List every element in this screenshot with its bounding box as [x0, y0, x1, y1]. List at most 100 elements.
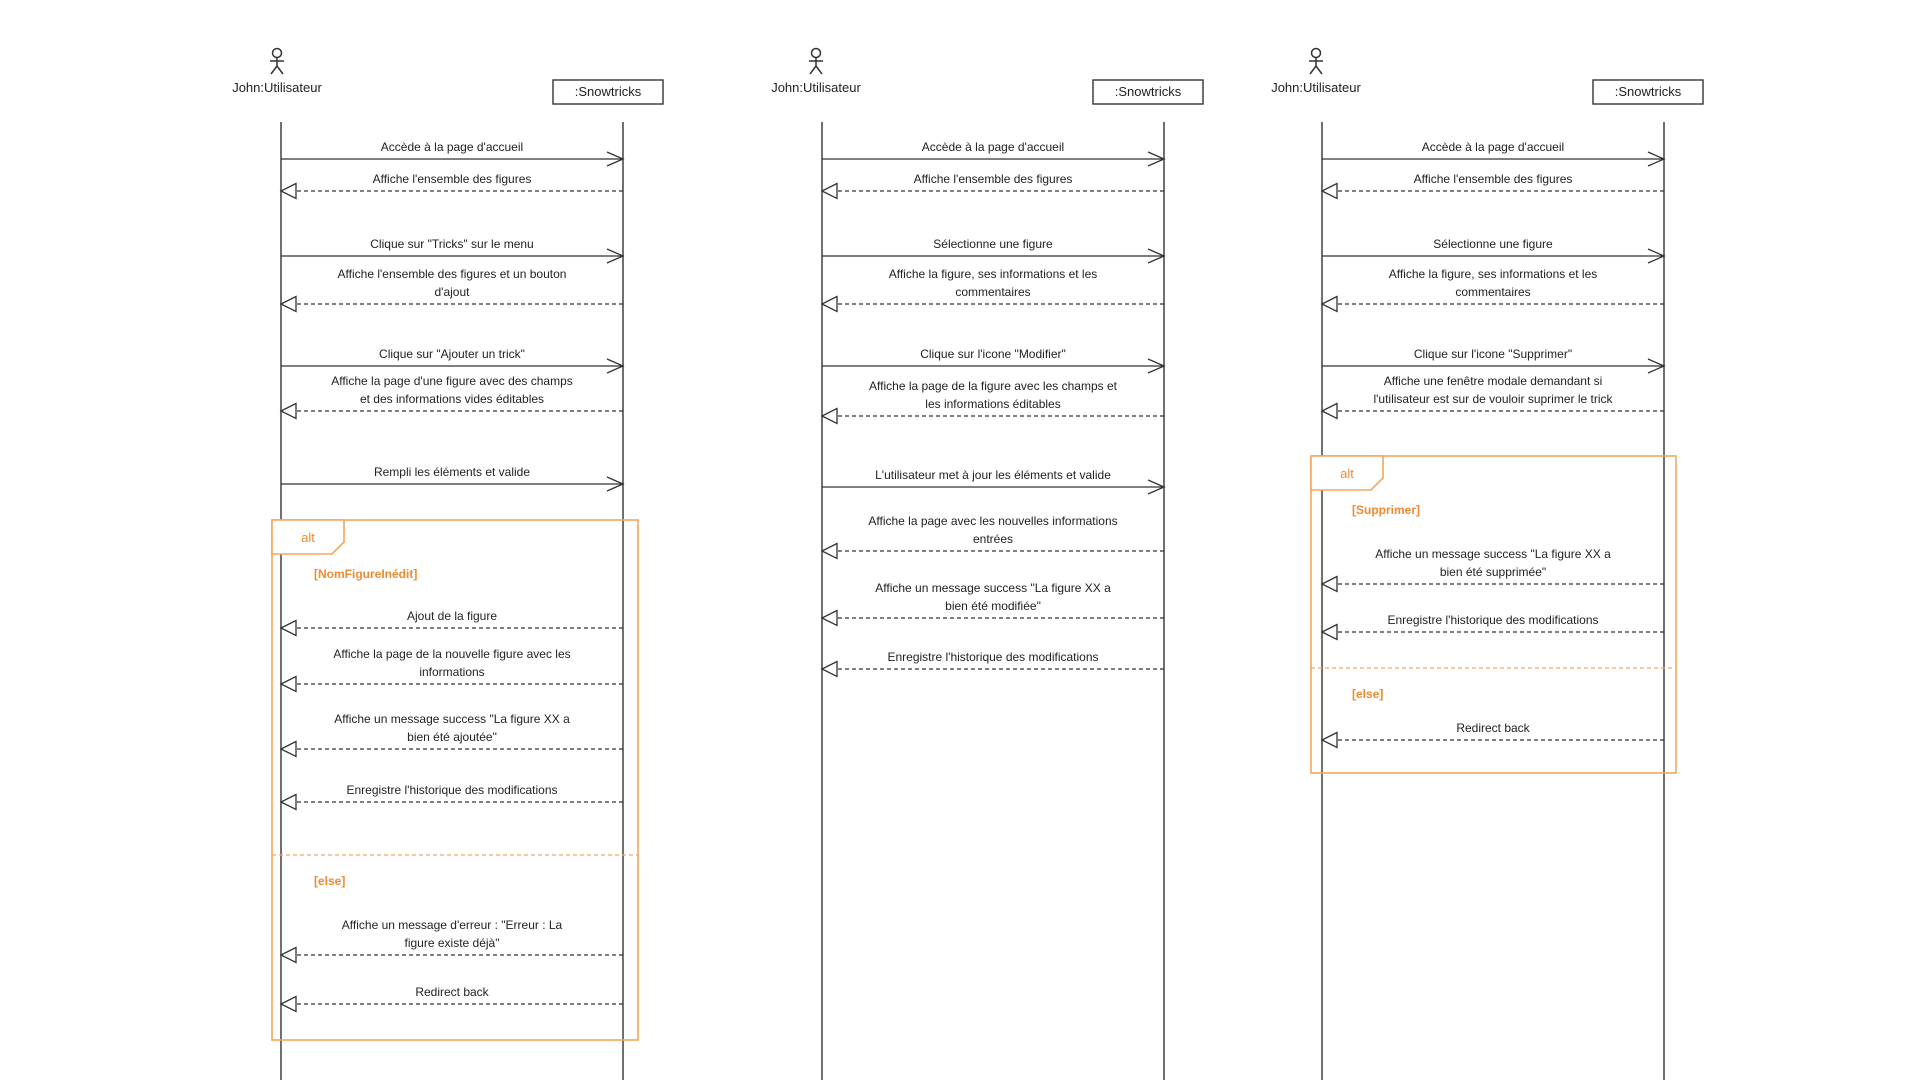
message-label: Affiche un message success "La figure XX…: [875, 581, 1111, 595]
actor-label: John:Utilisateur: [771, 80, 861, 95]
return-message: Ajout de la figure: [279, 609, 623, 637]
actor-icon: [809, 47, 823, 75]
system-box: [1592, 79, 1704, 105]
return-message: Affiche la figure, ses informations et l…: [820, 267, 1164, 313]
message-label: Rempli les éléments et valide: [374, 465, 530, 479]
message-label: d'ajout: [435, 285, 471, 299]
system-label: :Snowtricks: [1115, 84, 1182, 99]
hollow-arrowhead-icon: [279, 740, 297, 758]
call-message: Sélectionne une figure: [1322, 237, 1666, 264]
hollow-arrowhead-icon: [1320, 731, 1338, 749]
sequence-diagram-1: John:Utilisateur:Snowtricksalt[NomFigure…: [232, 47, 664, 1080]
call-message: Clique sur l'icone "Supprimer": [1322, 347, 1666, 374]
message-label: Redirect back: [1456, 721, 1530, 735]
message-label: Affiche la page d'une figure avec des ch…: [331, 374, 573, 388]
hollow-arrowhead-icon: [279, 182, 297, 200]
message-label: Affiche un message success "La figure XX…: [334, 712, 570, 726]
message-label: Affiche la page de la nouvelle figure av…: [333, 647, 570, 661]
message-label: l'utilisateur est sur de vouloir suprime…: [1373, 392, 1613, 406]
return-message: Affiche la page avec les nouvelles infor…: [820, 514, 1164, 560]
call-message: Accède à la page d'accueil: [822, 140, 1166, 167]
return-message: Affiche un message success "La figure XX…: [1320, 547, 1664, 593]
message-label: bien été supprimée": [1440, 565, 1546, 579]
hollow-arrowhead-icon: [279, 946, 297, 964]
message-label: Affiche la page avec les nouvelles infor…: [868, 514, 1117, 528]
message-label: bien été modifiée": [945, 599, 1041, 613]
open-arrowhead-icon: [1647, 248, 1666, 264]
message-label: L'utilisateur met à jour les éléments et…: [875, 468, 1111, 482]
return-message: Enregistre l'historique des modification…: [279, 783, 623, 811]
open-arrowhead-icon: [1147, 248, 1166, 264]
system-label: :Snowtricks: [1615, 84, 1682, 99]
sequence-diagram-3: John:Utilisateur :Snowtricks alt [Supprimer…: [1271, 47, 1704, 1080]
message-label: Affiche l'ensemble des figures: [914, 172, 1073, 186]
return-message: Affiche la page de la nouvelle figure av…: [279, 647, 623, 693]
return-message: Affiche l'ensemble des figures: [279, 172, 623, 200]
return-message: Affiche la page de la figure avec les ch…: [820, 379, 1164, 425]
hollow-arrowhead-icon: [1320, 295, 1338, 313]
open-arrowhead-icon: [606, 151, 625, 167]
call-message: Clique sur l'icone "Modifier": [822, 347, 1166, 374]
message-label: Accède à la page d'accueil: [922, 140, 1064, 154]
alt-frame: alt [Supprimer] [else]: [1310, 455, 1677, 774]
system-box: [552, 79, 664, 105]
message-label: Affiche une fenêtre modale demandant si: [1384, 374, 1603, 388]
hollow-arrowhead-icon: [279, 995, 297, 1013]
guard-label: [NomFigureInédit]: [314, 567, 417, 581]
open-arrowhead-icon: [1147, 151, 1166, 167]
system-label: :Snowtricks: [575, 84, 642, 99]
message-label: Clique sur "Ajouter un trick": [379, 347, 525, 361]
message-label: Clique sur l'icone "Supprimer": [1414, 347, 1572, 361]
message-label: Affiche la figure, ses informations et l…: [1389, 267, 1598, 281]
message-label: Affiche la figure, ses informations et l…: [889, 267, 1098, 281]
hollow-arrowhead-icon: [279, 402, 297, 420]
call-message: Clique sur "Ajouter un trick": [281, 347, 625, 374]
actor-icon: [1309, 47, 1323, 75]
message-label: Affiche l'ensemble des figures: [373, 172, 532, 186]
return-message: Affiche l'ensemble des figures: [1320, 172, 1664, 200]
hollow-arrowhead-icon: [820, 407, 838, 425]
message-label: Redirect back: [415, 985, 489, 999]
message-label: Accède à la page d'accueil: [1422, 140, 1564, 154]
open-arrowhead-icon: [1647, 358, 1666, 374]
message-label: Enregistre l'historique des modification…: [887, 650, 1098, 664]
call-message: Accède à la page d'accueil: [1322, 140, 1666, 167]
actor-icon: [270, 47, 284, 75]
open-arrowhead-icon: [606, 476, 625, 492]
call-message: Rempli les éléments et valide: [281, 465, 625, 492]
actor-label: John:Utilisateur: [232, 80, 322, 95]
return-message: Affiche la page d'une figure avec des ch…: [279, 374, 623, 420]
open-arrowhead-icon: [606, 248, 625, 264]
message-label: Sélectionne une figure: [933, 237, 1053, 251]
frame-operator-label: alt: [1340, 466, 1354, 481]
hollow-arrowhead-icon: [1320, 402, 1338, 420]
hollow-arrowhead-icon: [279, 295, 297, 313]
hollow-arrowhead-icon: [279, 675, 297, 693]
return-message: Affiche l'ensemble des figures: [820, 172, 1164, 200]
guard-label: [else]: [1352, 687, 1383, 701]
message-label: les informations éditables: [925, 397, 1060, 411]
return-message: Affiche un message d'erreur : "Erreur : …: [279, 918, 623, 964]
actor-label: John:Utilisateur: [1271, 80, 1361, 95]
call-message: Accède à la page d'accueil: [281, 140, 625, 167]
hollow-arrowhead-icon: [1320, 182, 1338, 200]
system-box: [1092, 79, 1204, 105]
return-message: Redirect back: [279, 985, 623, 1013]
message-label: Affiche l'ensemble des figures et un bou…: [338, 267, 567, 281]
message-label: commentaires: [1455, 285, 1530, 299]
message-label: Clique sur l'icone "Modifier": [920, 347, 1066, 361]
return-message: Affiche l'ensemble des figures et un bou…: [279, 267, 623, 313]
message-label: bien été ajoutée": [407, 730, 497, 744]
hollow-arrowhead-icon: [1320, 575, 1338, 593]
guard-label: [Supprimer]: [1352, 503, 1420, 517]
message-label: Sélectionne une figure: [1433, 237, 1553, 251]
return-message: Affiche un message success "La figure XX…: [820, 581, 1164, 627]
message-label: Affiche la page de la figure avec les ch…: [869, 379, 1118, 393]
hollow-arrowhead-icon: [820, 542, 838, 560]
return-message: Enregistre l'historique des modification…: [820, 650, 1164, 678]
message-label: Clique sur "Tricks" sur le menu: [370, 237, 533, 251]
open-arrowhead-icon: [606, 358, 625, 374]
message-label: Enregistre l'historique des modification…: [1387, 613, 1598, 627]
